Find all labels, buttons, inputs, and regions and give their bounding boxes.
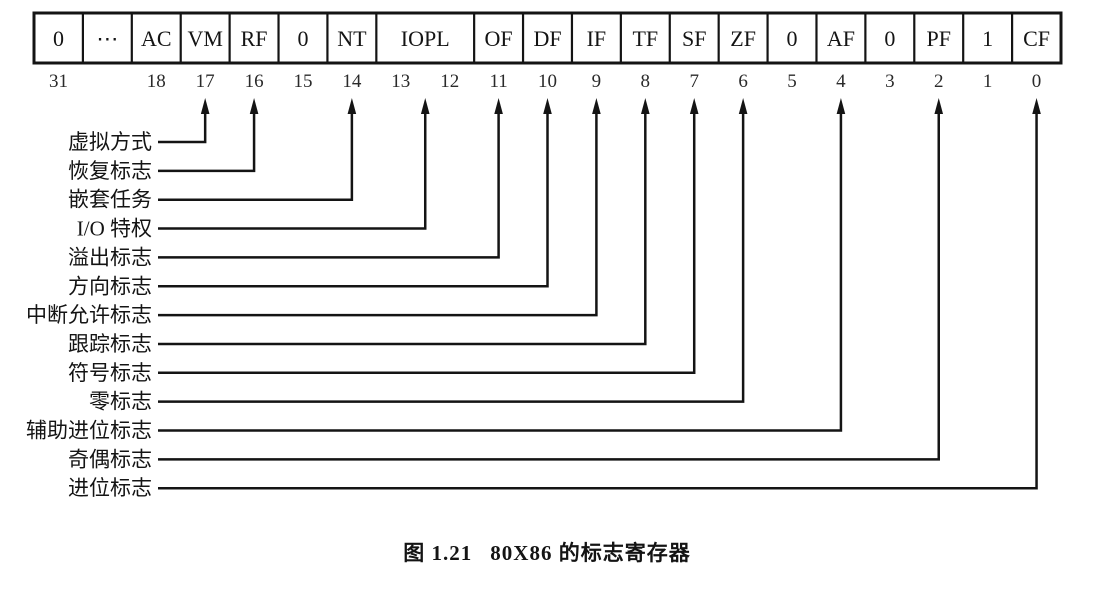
register-cell-label-17: VM	[187, 26, 222, 51]
register-cell-label-10: DF	[533, 26, 561, 51]
flag-label-SF: 符号标志	[68, 361, 152, 385]
flag-label-RF: 恢复标志	[68, 159, 152, 183]
bit-number-14: 14	[342, 71, 362, 92]
register-cell-label-11: OF	[485, 26, 513, 51]
bit-number-9: 9	[592, 71, 602, 92]
register-cell-label-13-12: IOPL	[401, 26, 450, 51]
register-cell-label-6: ZF	[730, 26, 756, 51]
flag-label-IOPL: I/O 特权	[77, 217, 152, 241]
connector-line-CF	[158, 113, 1038, 490]
register-cell-label-14: NT	[337, 26, 367, 51]
connector-line-NT	[158, 113, 354, 201]
connector-line-OF	[158, 113, 500, 259]
bit-number-4: 4	[836, 71, 846, 92]
bit-number-10: 10	[538, 71, 557, 92]
arrow-up-icon-RF	[249, 98, 259, 114]
bit-number-18: 18	[147, 71, 166, 92]
connector-line-PF	[158, 113, 940, 461]
connector-line-DF	[158, 113, 549, 288]
bit-number-11: 11	[489, 71, 507, 92]
arrow-up-icon-OF	[494, 98, 503, 114]
flag-label-ZF: 零标志	[89, 390, 152, 414]
register-cell-label-3: 0	[884, 26, 895, 51]
arrow-up-icon-AF	[836, 98, 846, 114]
arrow-up-icon-VM	[200, 98, 210, 114]
register-cell-label-5: 0	[787, 26, 798, 51]
figure-caption-number: 图 1.21	[403, 541, 473, 565]
connector-line-VM	[158, 113, 207, 144]
register-cell-label-0: CF	[1023, 26, 1050, 51]
register-cell-label-31: 0	[53, 26, 64, 51]
bit-number-7: 7	[689, 71, 699, 92]
arrow-up-icon-DF	[543, 98, 552, 114]
register-cell-label-15: 0	[297, 26, 308, 51]
figure-caption: 图 1.21 80X86 的标志寄存器	[0, 537, 1094, 567]
bit-number-5: 5	[787, 71, 797, 92]
connector-line-SF	[158, 113, 696, 375]
arrow-up-icon-CF	[1032, 98, 1041, 114]
bit-number-8: 8	[641, 71, 651, 92]
bit-number-3: 3	[885, 71, 895, 92]
arrow-up-icon-TF	[641, 98, 650, 114]
bit-number-16: 16	[245, 71, 264, 92]
arrow-up-icon-NT	[347, 98, 357, 114]
connector-line-ZF	[158, 113, 745, 403]
flag-label-NT: 嵌套任务	[68, 188, 152, 212]
register-cell-label-1: 1	[982, 26, 993, 51]
connector-line-RF	[158, 113, 256, 173]
arrow-up-icon-PF	[934, 98, 944, 114]
flag-label-AF: 辅助进位标志	[26, 419, 152, 443]
bit-number-12: 12	[440, 71, 459, 92]
bit-number-31: 31	[49, 71, 68, 92]
connector-line-AF	[158, 113, 843, 432]
flag-label-TF: 跟踪标志	[68, 332, 152, 356]
bit-number-15: 15	[293, 71, 312, 92]
bit-number-6: 6	[738, 71, 748, 92]
register-cell-label-4: AF	[827, 26, 855, 51]
register-box	[32, 11, 1063, 65]
connector-line-IOPL	[158, 113, 427, 230]
bit-number-17: 17	[196, 71, 215, 92]
bit-number-2: 2	[934, 71, 944, 92]
figure-caption-text: 80X86 的标志寄存器	[490, 541, 691, 565]
arrow-up-icon-IF	[592, 98, 601, 114]
bit-number-13: 13	[391, 71, 410, 92]
flag-label-OF: 溢出标志	[68, 245, 152, 269]
flag-label-IF: 中断允许标志	[26, 303, 152, 327]
arrow-up-icon-SF	[689, 98, 699, 114]
register-cell-label-8: TF	[632, 26, 658, 51]
register-cell-label-ellipsis: ⋯	[96, 26, 118, 51]
connector-line-TF	[158, 113, 647, 346]
connector-line-IF	[158, 113, 598, 317]
bit-number-0: 0	[1032, 71, 1042, 92]
flag-label-PF: 奇偶标志	[68, 447, 152, 471]
bit-number-1: 1	[983, 71, 993, 92]
register-cell-label-18: AC	[141, 26, 172, 51]
flag-label-DF: 方向标志	[68, 274, 152, 298]
arrow-up-icon-ZF	[738, 98, 748, 114]
flag-label-VM: 虚拟方式	[68, 130, 152, 154]
flag-label-CF: 进位标志	[68, 476, 152, 500]
register-cell-label-7: SF	[682, 26, 706, 51]
register-cell-label-16: RF	[241, 26, 268, 51]
register-cell-label-2: PF	[926, 26, 950, 51]
register-cell-label-9: IF	[587, 26, 607, 51]
arrow-up-icon-IOPL	[420, 98, 430, 114]
